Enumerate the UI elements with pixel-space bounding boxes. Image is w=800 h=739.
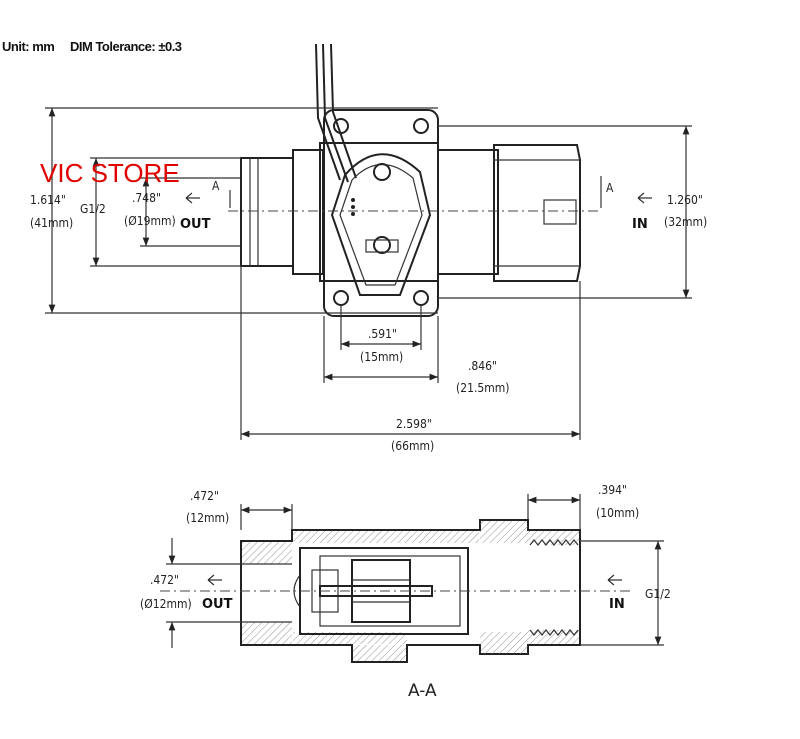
section-view: .472" (12mm) .394" (10mm) .472" (Ø12mm) …	[140, 483, 671, 701]
dim-height-inch: 1.614"	[30, 193, 66, 207]
section-mark: A	[212, 179, 220, 193]
body-neck-left	[292, 149, 324, 275]
sensor-boss	[373, 236, 391, 254]
dim-right-inch: 1.260"	[667, 193, 703, 207]
sensor-wire	[330, 43, 357, 179]
dim-outlet-inch: .748"	[132, 191, 161, 205]
dim-bore-inch: .472"	[150, 573, 179, 587]
tolerance-label: DIM Tolerance: ±0.3	[70, 39, 182, 54]
dim-hole-mm: (15mm)	[360, 350, 403, 364]
body-neck-right	[437, 149, 499, 275]
out-label: OUT	[180, 217, 211, 232]
thread-label: G1/2	[80, 202, 106, 216]
unit-label: Unit: mm	[2, 39, 54, 54]
dim-flange-inch: .846"	[468, 359, 497, 373]
top-view: A A OUT IN 1.614" (41mm) G1/2 .748" (Ø19…	[30, 43, 707, 453]
outlet-thread	[240, 157, 294, 267]
sensor-boss	[373, 163, 391, 181]
dim-height-mm: (41mm)	[30, 216, 73, 230]
dim-right-thread-inch: .394"	[598, 483, 627, 497]
dim-right-thread-mm: (10mm)	[596, 506, 639, 520]
dim-hole-inch: .591"	[368, 327, 397, 341]
thread-label: G1/2	[645, 587, 671, 601]
in-label: IN	[632, 217, 648, 232]
sensor-wire	[315, 43, 341, 181]
in-label: IN	[609, 597, 625, 612]
inlet-nut	[493, 144, 581, 282]
sensor-housing	[330, 153, 432, 296]
out-label: OUT	[202, 597, 233, 612]
mount-hole	[333, 118, 349, 134]
dim-flange-mm: (21.5mm)	[456, 381, 510, 395]
section-mark: A	[606, 181, 614, 195]
mount-hole	[413, 290, 429, 306]
dim-left-thread-mm: (12mm)	[186, 511, 229, 525]
dim-bore-mm: (Ø12mm)	[140, 597, 192, 611]
dim-length-mm: (66mm)	[391, 439, 434, 453]
section-label: A-A	[408, 681, 437, 701]
dim-left-thread-inch: .472"	[190, 489, 219, 503]
mount-hole	[413, 118, 429, 134]
dim-outlet-mm: (Ø19mm)	[124, 214, 176, 228]
store-watermark: VIC STORE	[40, 158, 180, 188]
dim-length-inch: 2.598"	[396, 417, 432, 431]
mount-hole	[333, 290, 349, 306]
dim-right-mm: (32mm)	[664, 215, 707, 229]
